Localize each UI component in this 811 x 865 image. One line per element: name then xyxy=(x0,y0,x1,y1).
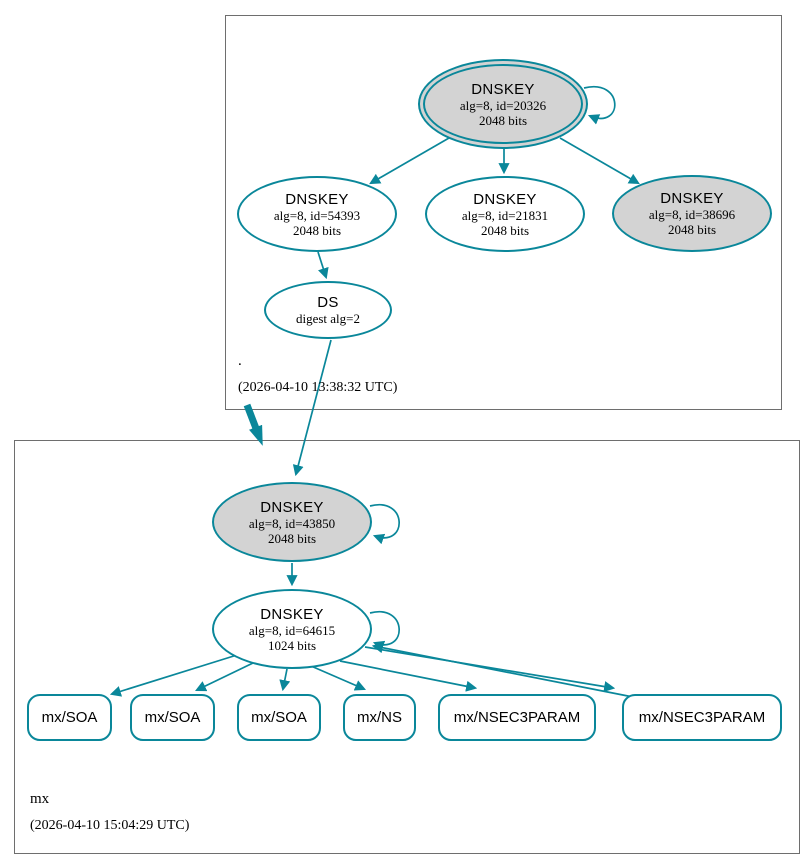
node-rrset-mx-nsec3param-2: mx/NSEC3PARAM xyxy=(622,694,782,741)
rrset-label: mx/SOA xyxy=(144,709,201,726)
node-dnskey-54393-bits: 2048 bits xyxy=(292,222,342,238)
zone-box-root xyxy=(225,15,782,410)
node-dnskey-38696-title: DNSKEY xyxy=(660,190,724,207)
node-rrset-mx-ns: mx/NS xyxy=(343,694,416,741)
rrset-label: mx/NSEC3PARAM xyxy=(453,709,581,726)
rrset-label: mx/NSEC3PARAM xyxy=(638,709,766,726)
node-dnskey-54393: DNSKEY alg=8, id=54393 2048 bits xyxy=(237,176,397,252)
node-dnskey-21831-detail: alg=8, id=21831 xyxy=(461,207,549,223)
node-dnskey-20326: DNSKEY alg=8, id=20326 2048 bits xyxy=(418,59,588,149)
node-rrset-mx-soa-3: mx/SOA xyxy=(237,694,321,741)
rrset-label: mx/NS xyxy=(357,709,402,726)
rrset-label: mx/SOA xyxy=(41,709,98,726)
zone-timestamp-mx: (2026-04-10 15:04:29 UTC) xyxy=(30,818,190,833)
node-dnskey-38696: DNSKEY alg=8, id=38696 2048 bits xyxy=(612,175,772,252)
node-dnskey-20326-detail: alg=8, id=20326 xyxy=(459,97,547,113)
node-dnskey-20326-title: DNSKEY xyxy=(471,80,535,98)
node-dnskey-43850-bits: 2048 bits xyxy=(267,530,317,546)
node-dnskey-38696-detail: alg=8, id=38696 xyxy=(648,207,736,222)
node-rrset-mx-nsec3param-1: mx/NSEC3PARAM xyxy=(438,694,596,741)
node-dnskey-43850-title: DNSKEY xyxy=(260,498,324,516)
node-dnskey-21831-title: DNSKEY xyxy=(473,190,537,208)
rrset-label: mx/SOA xyxy=(251,709,307,726)
node-dnskey-21831: DNSKEY alg=8, id=21831 2048 bits xyxy=(425,176,585,252)
node-dnskey-43850: DNSKEY alg=8, id=43850 2048 bits xyxy=(212,482,372,562)
node-dnskey-64615-detail: alg=8, id=64615 xyxy=(248,622,336,638)
zone-timestamp-root: (2026-04-10 13:38:32 UTC) xyxy=(238,380,398,395)
node-dnskey-64615-bits: 1024 bits xyxy=(267,637,317,653)
zone-box-mx xyxy=(14,440,800,854)
node-dnskey-20326-bits: 2048 bits xyxy=(478,112,528,128)
node-dnskey-21831-bits: 2048 bits xyxy=(480,222,530,238)
node-ds-root: DS digest alg=2 xyxy=(264,281,392,339)
node-dnskey-43850-detail: alg=8, id=43850 xyxy=(248,515,336,531)
node-ds-root-title: DS xyxy=(317,294,339,311)
node-dnskey-38696-bits: 2048 bits xyxy=(667,222,717,237)
node-rrset-mx-soa-1: mx/SOA xyxy=(27,694,112,741)
node-dnskey-54393-detail: alg=8, id=54393 xyxy=(273,207,361,223)
zone-label-root: . xyxy=(238,353,242,369)
node-dnskey-64615: DNSKEY alg=8, id=64615 1024 bits xyxy=(212,589,372,669)
node-ds-root-detail: digest alg=2 xyxy=(295,311,361,326)
node-dnskey-64615-title: DNSKEY xyxy=(260,605,324,623)
zone-label-mx: mx xyxy=(30,791,50,807)
node-dnskey-54393-title: DNSKEY xyxy=(285,190,349,208)
node-rrset-mx-soa-2: mx/SOA xyxy=(130,694,215,741)
